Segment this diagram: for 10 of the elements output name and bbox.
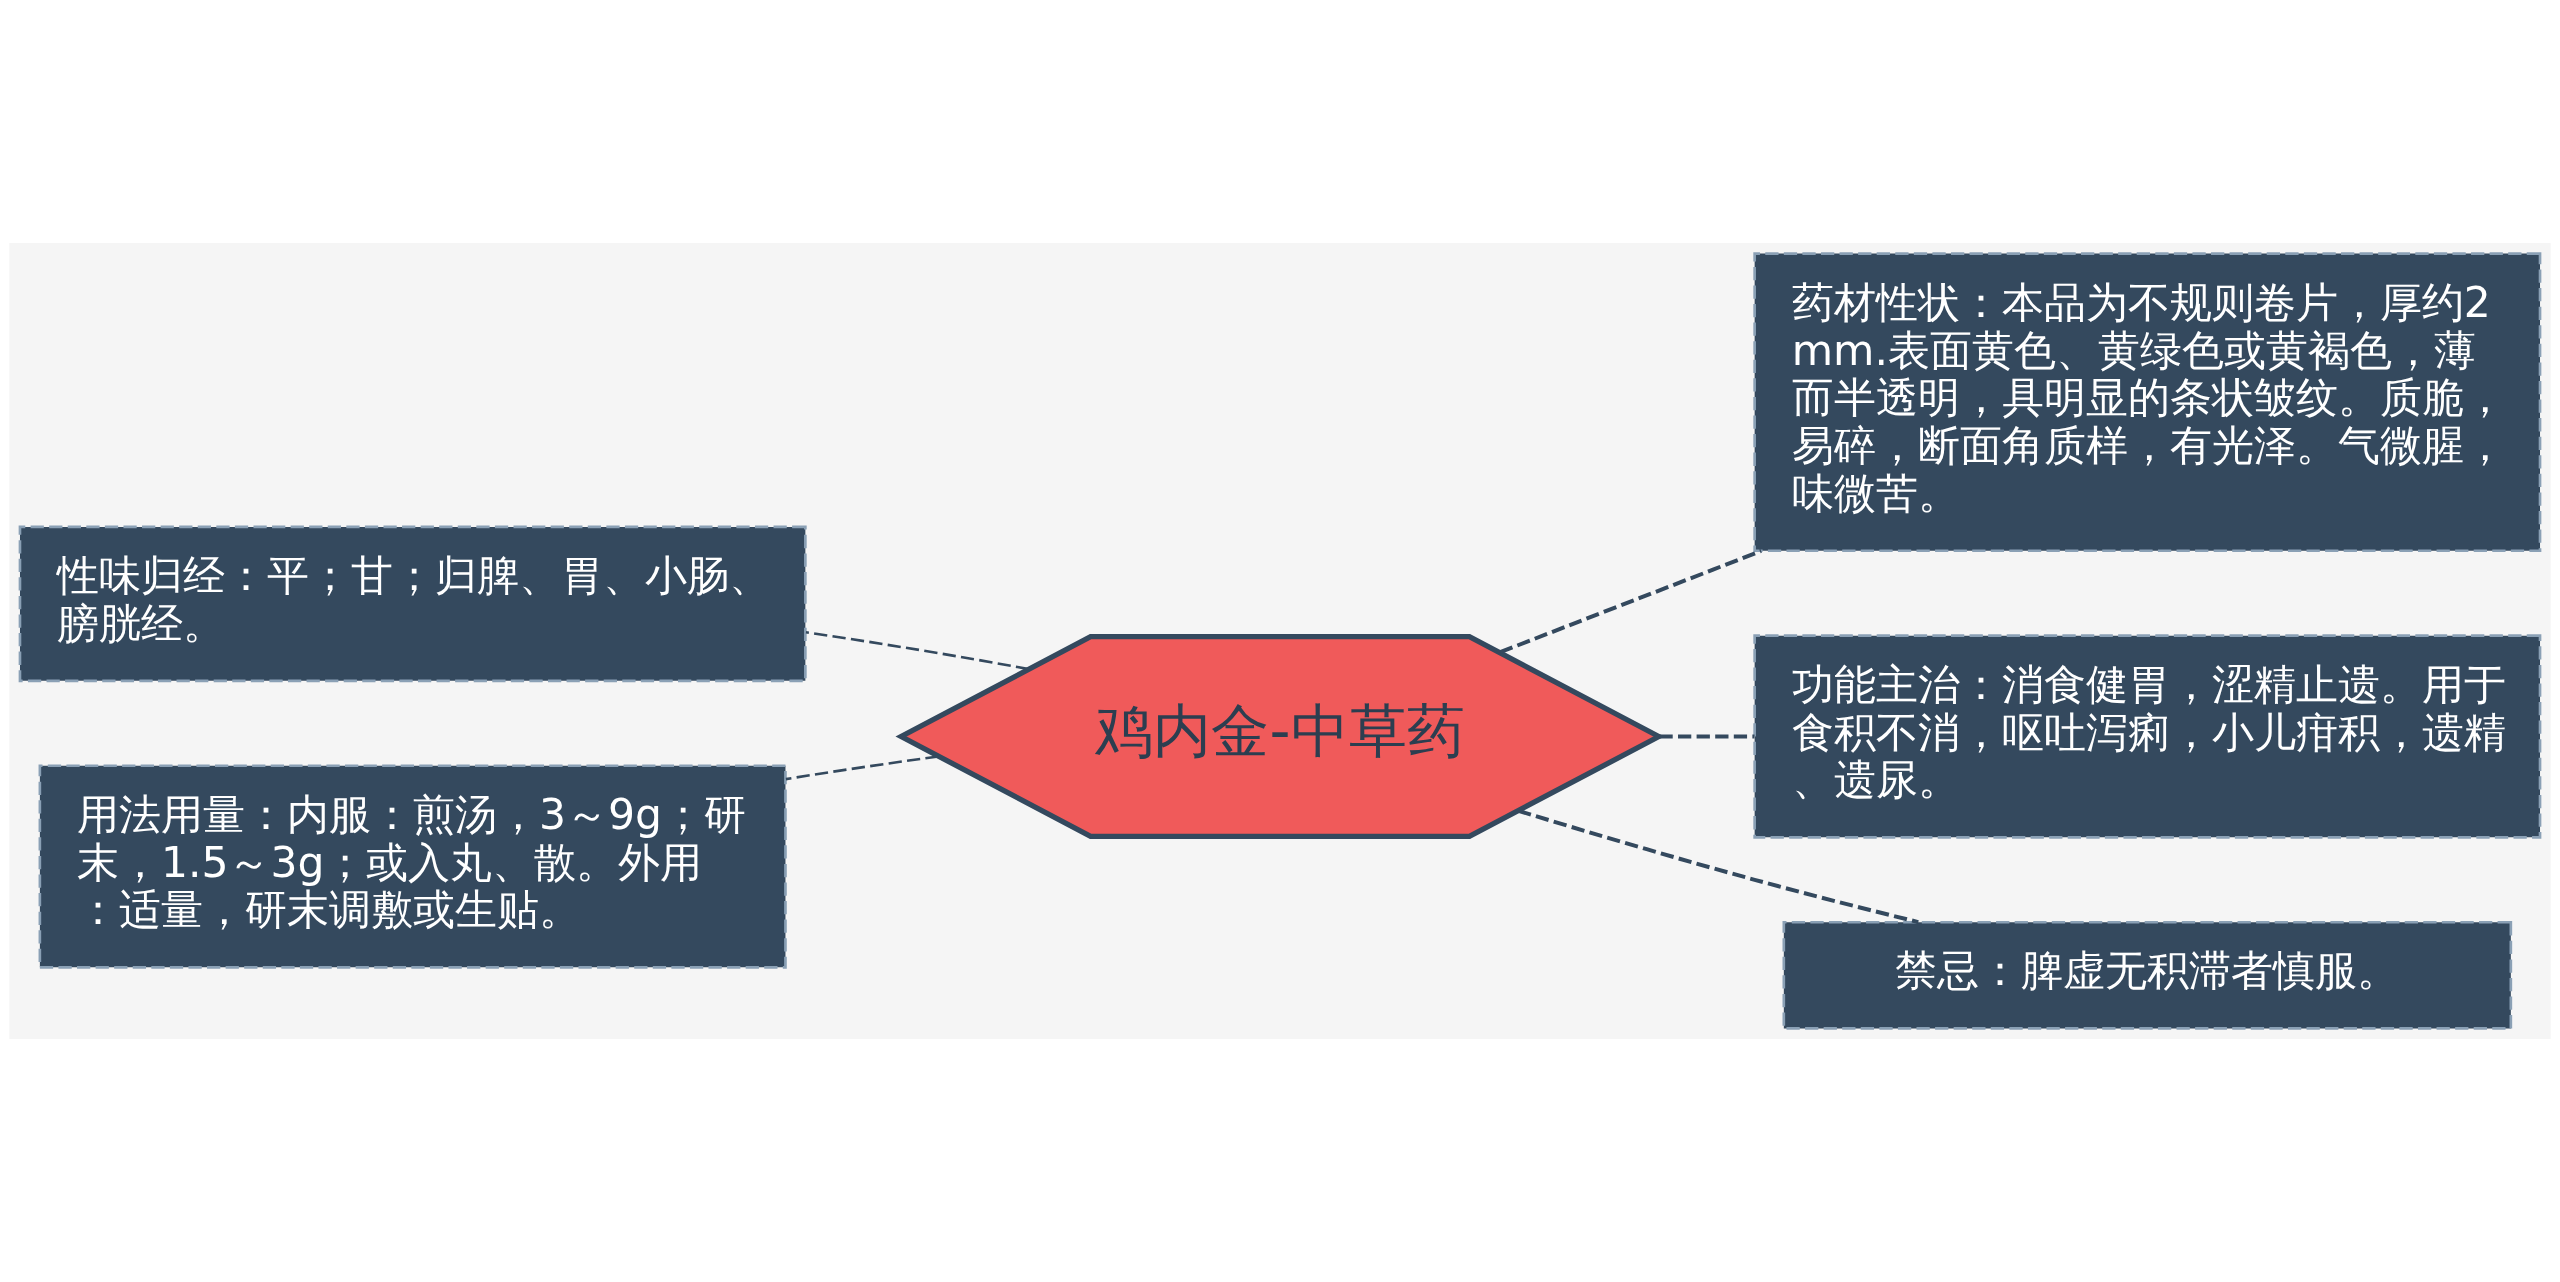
node-box: 性味归经：平；甘；归脾、胃、小肠、膀胱经。 — [18, 525, 807, 683]
connector — [1499, 549, 1762, 654]
connector — [805, 630, 1029, 671]
connector — [1517, 808, 1919, 925]
node-box: 功能主治：消食健胃，涩精止遗。用于食积不消，呕吐泻痢，小儿疳积，遗精、遗尿。 — [1753, 634, 2542, 839]
connector — [1659, 734, 1755, 739]
node-box: 用法用量：内服：煎汤，3～9g；研末，1.5～3g；或入丸、散。外用：适量，研末调敷或生贴。 — [38, 764, 787, 969]
connector — [785, 755, 939, 781]
node-box: 药材性状：本品为不规则卷片，厚约2mm.表面黄色、黄绿色或黄褐色，薄而半透明，具明显的条状皱纹。质脆，易碎，断面角质样，有光泽。气微腥，味微苦。 — [1753, 252, 2542, 553]
node-box: 禁忌：脾虚无积滞者慎服。 — [1782, 920, 2513, 1030]
